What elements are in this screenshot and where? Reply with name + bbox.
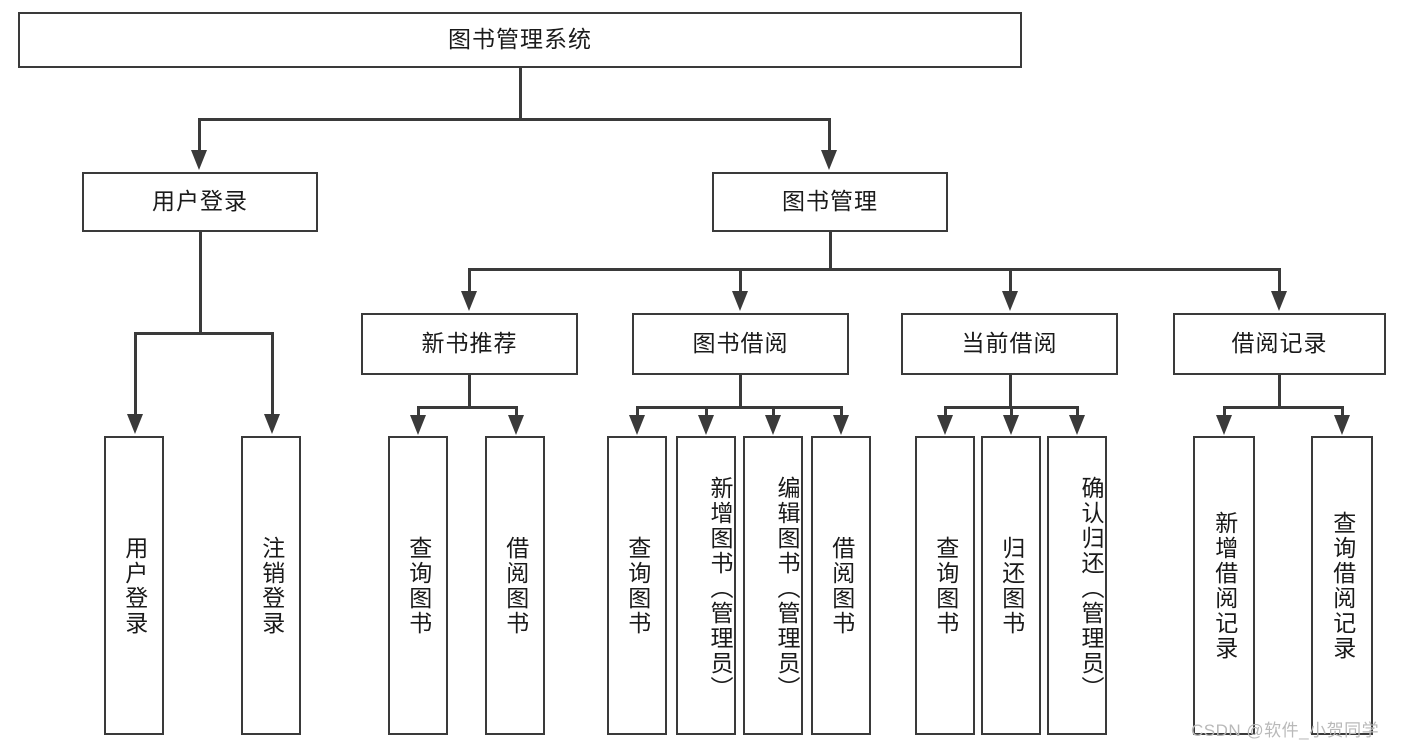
node-label: 用户登录: [152, 188, 248, 215]
edge-book-borrow-to-leaf-1: [705, 406, 708, 418]
edge-current-borrow-to-leaf-1: [1010, 406, 1013, 418]
arrow-book-manage-to-current-borrow: [1002, 291, 1018, 311]
arrow-current-borrow-to-leaf-2: [1069, 415, 1085, 435]
edge-borrow-record-to-leaf-0: [1223, 406, 1226, 418]
edge-new-book-to-leaf-0: [417, 406, 420, 418]
node-label: 图书管理: [782, 188, 878, 215]
arrow-current-borrow-to-leaf-0: [937, 415, 953, 435]
leaf-label: 查询借阅记录: [1329, 510, 1356, 661]
node-book-management[interactable]: 图书管理: [712, 172, 948, 232]
leaf-label: 借阅图书: [828, 535, 855, 636]
leaf-book-borrow-0[interactable]: 查询图书: [607, 436, 667, 735]
leaf-current-borrow-1[interactable]: 归还图书: [981, 436, 1041, 735]
csdn-watermark: CSDN @软件_小贺同学: [1191, 721, 1380, 740]
leaf-label: 归还图书: [998, 535, 1025, 636]
node-new-book-recommend[interactable]: 新书推荐: [361, 313, 578, 375]
leaf-borrow-record-0[interactable]: 新增借阅记录: [1193, 436, 1255, 735]
edge-root-bus: [198, 118, 831, 121]
edge-book-manage-bus: [468, 268, 1280, 271]
arrow-current-borrow-to-leaf-1: [1003, 415, 1019, 435]
edge-root-to-book-manage: [828, 118, 831, 152]
edge-book-manage-stem: [829, 232, 832, 270]
leaf-label: 新增图书（管理员）: [707, 476, 733, 701]
leaf-label: 确认归还（管理员）: [1078, 476, 1104, 701]
arrow-new-book-to-leaf-1: [508, 415, 524, 435]
leaf-label: 用户登录: [121, 535, 148, 636]
leaf-book-borrow-2[interactable]: 编辑图书（管理员）: [743, 436, 803, 735]
edge-root-to-user-login: [198, 118, 201, 152]
arrow-borrow-record-to-leaf-0: [1216, 415, 1232, 435]
edge-book-manage-to-current-borrow: [1009, 268, 1012, 293]
leaf-book-borrow-1[interactable]: 新增图书（管理员）: [676, 436, 736, 735]
edge-book-borrow-bus: [636, 406, 842, 409]
arrow-user-login-to-leaf-1: [264, 414, 280, 434]
edge-book-manage-to-new-book: [468, 268, 471, 293]
edge-user-login-to-leaf-0: [134, 332, 137, 417]
arrow-book-borrow-to-leaf-3: [833, 415, 849, 435]
arrow-user-login-to-leaf-0: [127, 414, 143, 434]
edge-borrow-record-stem: [1278, 375, 1281, 408]
leaf-current-borrow-2[interactable]: 确认归还（管理员）: [1047, 436, 1107, 735]
node-user-login[interactable]: 用户登录: [82, 172, 318, 232]
edge-user-login-to-leaf-1: [271, 332, 274, 417]
arrow-new-book-to-leaf-0: [410, 415, 426, 435]
edge-borrow-record-bus: [1223, 406, 1343, 409]
node-borrow-record[interactable]: 借阅记录: [1173, 313, 1386, 375]
edge-book-manage-to-book-borrow: [739, 268, 742, 293]
leaf-new-book-recommend-0[interactable]: 查询图书: [388, 436, 448, 735]
edge-current-borrow-to-leaf-2: [1076, 406, 1079, 418]
edge-book-borrow-stem: [739, 375, 742, 408]
leaf-user-login-1[interactable]: 注销登录: [241, 436, 301, 735]
leaf-label: 编辑图书（管理员）: [774, 476, 800, 701]
node-current-borrow[interactable]: 当前借阅: [901, 313, 1118, 375]
leaf-new-book-recommend-1[interactable]: 借阅图书: [485, 436, 545, 735]
edge-current-borrow-to-leaf-0: [944, 406, 947, 418]
arrow-book-manage-to-book-borrow: [732, 291, 748, 311]
edge-new-book-to-leaf-1: [515, 406, 518, 418]
leaf-label: 借阅图书: [502, 535, 529, 636]
node-label: 新书推荐: [421, 330, 518, 357]
node-label: 图书管理系统: [448, 26, 592, 53]
leaf-label: 查询图书: [405, 535, 432, 636]
arrow-book-borrow-to-leaf-0: [629, 415, 645, 435]
edge-book-borrow-to-leaf-3: [840, 406, 843, 418]
arrow-book-borrow-to-leaf-1: [698, 415, 714, 435]
edge-book-borrow-to-leaf-2: [772, 406, 775, 418]
leaf-book-borrow-3[interactable]: 借阅图书: [811, 436, 871, 735]
leaf-label: 查询图书: [932, 535, 959, 636]
leaf-label: 查询图书: [624, 535, 651, 636]
arrow-book-manage-to-borrow-record: [1271, 291, 1287, 311]
node-book-borrow[interactable]: 图书借阅: [632, 313, 849, 375]
arrow-book-manage-to-new-book: [461, 291, 477, 311]
arrow-book-borrow-to-leaf-2: [765, 415, 781, 435]
arrow-borrow-record-to-leaf-1: [1334, 415, 1350, 435]
leaf-label: 注销登录: [258, 535, 285, 636]
edge-user-login-bus: [134, 332, 274, 335]
edge-current-borrow-stem: [1009, 375, 1012, 408]
node-label: 借阅记录: [1231, 330, 1328, 357]
edge-book-borrow-to-leaf-0: [636, 406, 639, 418]
arrow-root-to-user-login: [191, 150, 207, 170]
leaf-borrow-record-1[interactable]: 查询借阅记录: [1311, 436, 1373, 735]
edge-book-manage-to-borrow-record: [1278, 268, 1281, 293]
edge-root-stem: [519, 68, 522, 120]
leaf-current-borrow-0[interactable]: 查询图书: [915, 436, 975, 735]
node-label: 当前借阅: [961, 330, 1058, 357]
arrow-root-to-book-manage: [821, 150, 837, 170]
edge-user-login-stem: [199, 232, 202, 334]
node-root-book-management-system[interactable]: 图书管理系统: [18, 12, 1022, 68]
node-label: 图书借阅: [692, 330, 789, 357]
leaf-user-login-0[interactable]: 用户登录: [104, 436, 164, 735]
edge-borrow-record-to-leaf-1: [1341, 406, 1344, 418]
edge-new-book-stem: [468, 375, 471, 408]
leaf-label: 新增借阅记录: [1211, 510, 1238, 661]
edge-new-book-bus: [417, 406, 518, 409]
